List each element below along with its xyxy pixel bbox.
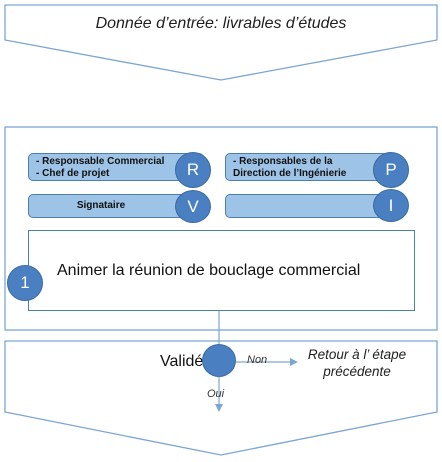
input-title: Donnée d’entrée: livrables d’études (95, 15, 347, 32)
return-step-line-2: précédente (323, 364, 391, 379)
role-v-label: Signataire (76, 200, 126, 211)
return-step-text: Retour à l’ étape précédente (298, 346, 416, 380)
role-v-badge: V (175, 190, 211, 223)
role-r-badge: R (175, 152, 211, 188)
arrow-oui-head (215, 404, 223, 412)
role-box-v: Signataire (28, 194, 204, 218)
role-i-badge: I (373, 189, 409, 222)
role-p-line-1: - Responsables de la (233, 156, 333, 167)
decision-node (202, 344, 236, 377)
arrow-non-head (290, 358, 298, 366)
role-r-line-2: - Chef de projet (36, 168, 110, 179)
role-p-badge: P (373, 152, 409, 188)
role-box-i (225, 194, 401, 218)
return-step-line-1: Retour à l’ étape (307, 347, 407, 362)
output-chevron (4, 340, 438, 456)
decision-no-label: Non (247, 354, 268, 366)
decision-yes-label: Oui (207, 388, 225, 400)
task-number-badge: 1 (7, 265, 43, 301)
role-p-line-2: Direction de l’Ingénierie (233, 168, 347, 179)
role-r-line-1: - Responsable Commercial (36, 156, 165, 167)
task-label: Animer la réunion de bouclage commercial (57, 262, 361, 279)
task-box (28, 230, 415, 311)
role-box-p: - Responsables de la Direction de l’Ingé… (225, 153, 401, 181)
input-chevron (4, 4, 438, 81)
